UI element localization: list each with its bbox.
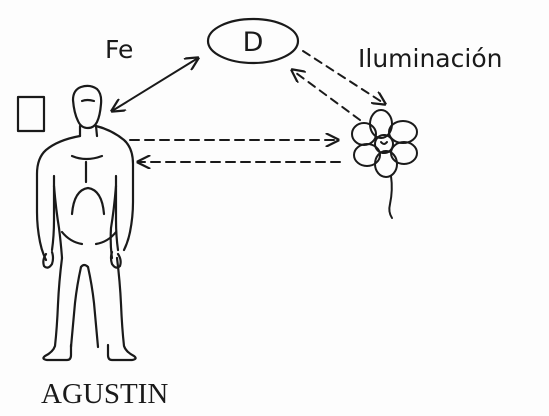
flower-to-d-arrow xyxy=(292,70,360,120)
illumination-label: Iluminación xyxy=(358,44,502,73)
fe-label: Fe xyxy=(105,35,133,64)
d-node: D xyxy=(208,19,298,63)
fe-arrow xyxy=(112,58,198,111)
d-label: D xyxy=(243,27,264,58)
person-name-label: AGUSTIN xyxy=(41,378,168,410)
flower-icon xyxy=(352,110,417,218)
square-icon xyxy=(18,97,44,131)
standing-figure-icon xyxy=(37,86,136,360)
